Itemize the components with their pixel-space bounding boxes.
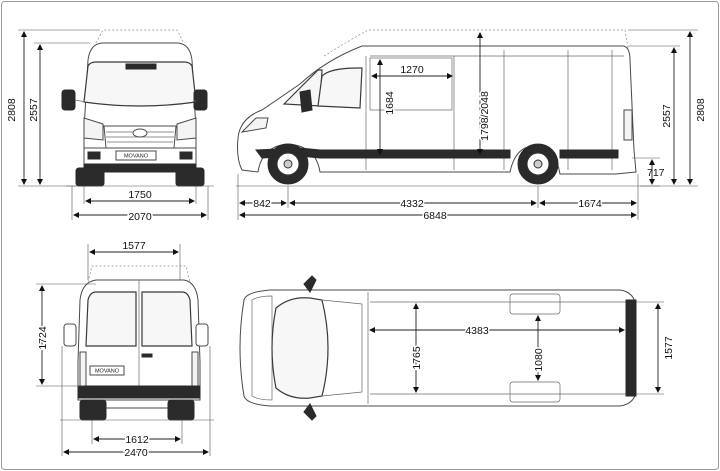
rear-left-window	[85, 291, 137, 347]
side-height-overall-label: 2808	[695, 98, 707, 122]
rear-left-wheel	[79, 399, 107, 421]
front-badge	[115, 150, 157, 161]
side-view: 1270 1684 1798/2048 2557 2808 717 842 43…	[236, 29, 707, 224]
front-left-mirror-icon	[61, 89, 76, 111]
side-height-body-label: 2557	[661, 104, 673, 128]
front-height-body-label: 2557	[28, 98, 40, 122]
side-interior-height-label: 1798/2048	[479, 91, 491, 141]
side-door-height-label: 1684	[384, 91, 396, 115]
side-mirror-icon	[299, 89, 313, 113]
front-right-wheel	[175, 167, 205, 187]
side-load-height-label: 717	[647, 167, 665, 179]
front-right-mirror-icon	[193, 89, 208, 111]
rear-badge	[89, 365, 125, 376]
top-right-mirror-icon	[303, 403, 317, 421]
front-track-label: 1750	[128, 189, 152, 201]
front-left-wheel	[75, 167, 105, 187]
rear-left-mirror-icon	[63, 323, 77, 347]
top-windshield	[271, 297, 329, 399]
front-roof-marker-icon	[125, 63, 157, 70]
rear-door-height-label: 1724	[37, 326, 49, 350]
rear-right-window	[141, 291, 193, 347]
top-width-between-arches-label: 1080	[533, 348, 545, 372]
top-rear-width-label: 1577	[663, 336, 675, 360]
top-load-width-label: 1765	[411, 346, 423, 370]
front-logo-icon	[132, 128, 148, 138]
top-view: 4383 1765 1080 1577	[239, 275, 675, 421]
rear-width-mirrors-label: 2470	[124, 447, 148, 459]
top-left-mirror-icon	[303, 275, 317, 293]
front-badge-text: MOVANO	[124, 154, 149, 160]
side-rear-overhang-label: 1674	[578, 198, 602, 210]
rear-right-mirror-icon	[195, 323, 209, 347]
side-length-label: 6848	[423, 210, 447, 222]
side-door-width-label: 1270	[400, 64, 424, 76]
front-height-overall-label: 2808	[6, 98, 18, 122]
front-width-label: 2070	[128, 211, 152, 223]
front-view: MOVANO 2808 2557 1750 2070	[6, 29, 214, 225]
rear-door-width-label: 1577	[122, 240, 146, 252]
rear-view: MOVANO 1577 1724 1612 2470	[36, 240, 214, 461]
rear-track-label: 1612	[125, 434, 149, 446]
side-cab-window	[317, 67, 363, 109]
top-load-length-label: 4383	[465, 325, 489, 337]
side-wheelbase-label: 4332	[400, 198, 424, 210]
rear-right-wheel	[167, 399, 195, 421]
rear-badge-text: MOVANO	[95, 369, 120, 375]
side-front-overhang-label: 842	[253, 198, 271, 210]
